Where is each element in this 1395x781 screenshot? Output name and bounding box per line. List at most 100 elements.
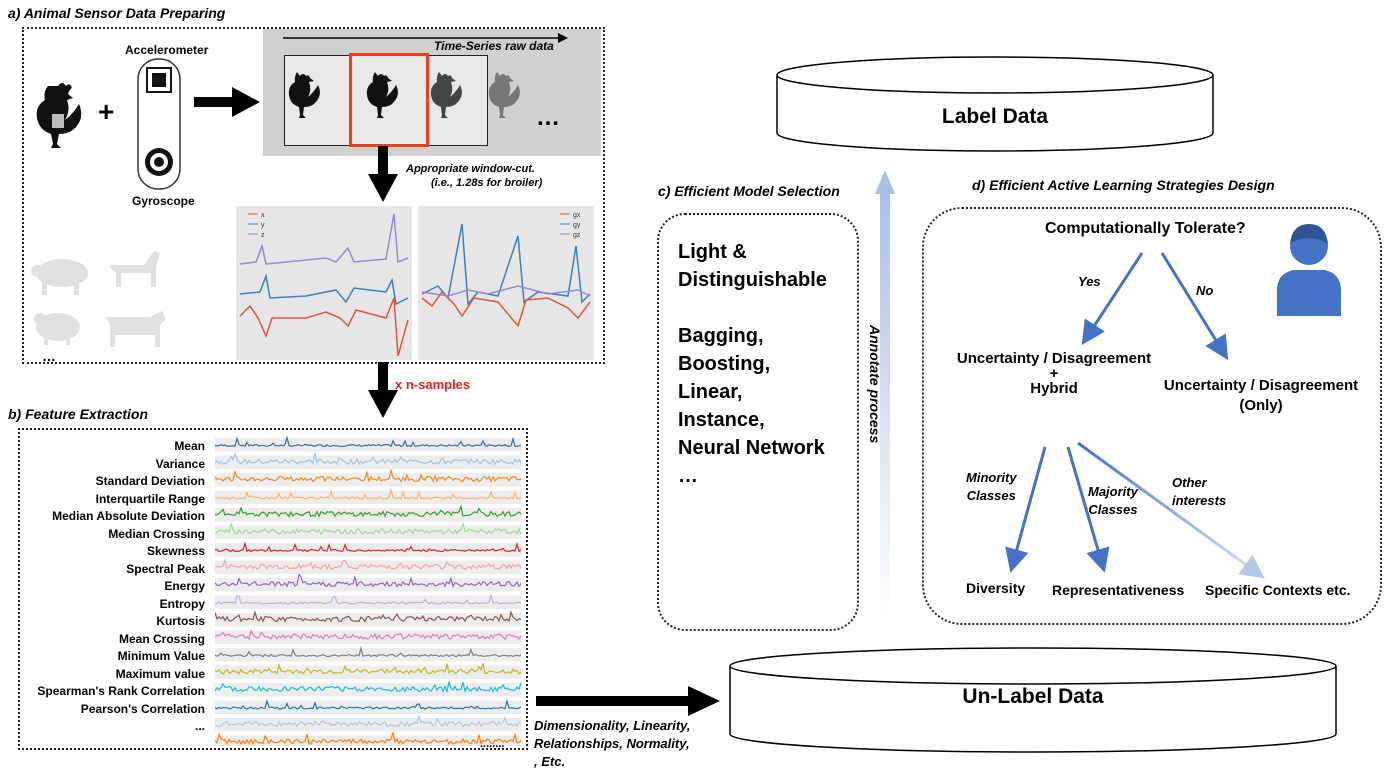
feature-strip-bg: [215, 630, 521, 644]
feature-strips-chart: [215, 436, 522, 746]
accelerometer-chart: x y z: [236, 206, 412, 360]
feature-label: ...: [194, 719, 205, 733]
feature-label: Mean: [174, 439, 205, 453]
feature-label: Pearson's Correlation: [80, 701, 205, 716]
feature-strip-bg: [215, 455, 521, 469]
time-series-label: Time-Series raw data: [434, 39, 554, 53]
person-icon: [1277, 224, 1341, 316]
legend-gyro-y: gy: [573, 222, 581, 229]
sequence-ellipsis: …: [536, 104, 560, 131]
feature-strip-signal: [215, 609, 522, 623]
feature-strip-signal: [215, 451, 522, 466]
specific-contexts-label: Specific Contexts etc.: [1205, 582, 1351, 598]
feature-strip-signal: [215, 629, 522, 641]
annotate-arrow-icon: [875, 170, 895, 618]
feature-strip-signal: [215, 645, 522, 658]
model-text-line: Instance,: [678, 409, 765, 431]
arrow-down-samples-icon: [368, 362, 398, 418]
section-b-title: b) Feature Extraction: [8, 406, 149, 422]
section-c-box: [657, 213, 859, 631]
feature-strip-signal: [215, 662, 522, 675]
strategy-arrows: [1005, 252, 1265, 579]
other-animals-icon: [31, 251, 166, 347]
unlabel-data-cylinder: [729, 647, 1337, 753]
annotate-label: Annotate process: [867, 325, 883, 444]
timeline-arrow-icon: [283, 33, 568, 43]
feature-strip-signal: [215, 558, 522, 571]
majority-line-2: Classes: [1088, 502, 1138, 517]
feature-strip-signal: [215, 503, 522, 518]
feature-strip-signal: [215, 468, 522, 483]
feature-label: Interquartile Range: [95, 491, 205, 506]
feature-strip-bg: [215, 525, 521, 539]
accelerometer-label: Accelerometer: [125, 43, 209, 57]
section-d-title: d) Efficient Active Learning Strategies …: [972, 177, 1275, 193]
hybrid-line-2: Hybrid: [1030, 380, 1078, 397]
section-a-box: [22, 27, 605, 364]
data-properties-text: Dimensionality, Linearity, Relationships…: [534, 717, 691, 771]
other-interests-label: Other interests: [1172, 474, 1226, 510]
feature-label: Energy: [164, 579, 205, 593]
other-animals-ellipsis: …: [42, 348, 56, 364]
only-line-2: (Only): [1239, 397, 1283, 414]
feature-strip-bg: [215, 490, 521, 504]
feature-label: Median Crossing: [108, 526, 205, 541]
majority-line-1: Majority: [1088, 484, 1138, 499]
feature-strip-signal: [215, 698, 522, 710]
feature-label: Spearman's Rank Correlation: [37, 684, 205, 698]
minority-label: Minority Classes: [966, 469, 1017, 505]
legend-acc-x: x: [261, 212, 265, 219]
feature-strip-signal: [215, 521, 522, 536]
feature-label: Entropy: [159, 596, 205, 611]
no-label: No: [1196, 283, 1214, 298]
chicken-sensor-icon: [36, 83, 82, 148]
section-b-box: [18, 428, 528, 750]
model-text-line: Linear,: [678, 381, 743, 403]
window-cut-example: (i.e., 1.28s for broiler): [431, 177, 543, 189]
feature-strip-signal: [215, 732, 522, 746]
model-text-line: Neural Network: [678, 437, 825, 459]
section-c-title: c) Efficient Model Selection: [658, 183, 840, 199]
property-line: , Etc.: [534, 754, 566, 769]
arrow-right-icon: [194, 87, 260, 117]
feature-label: Skewness: [146, 544, 205, 558]
property-line: Dimensionality, Linearity,: [534, 718, 691, 733]
feature-dots: ........: [480, 738, 505, 750]
minority-line-2: Classes: [966, 488, 1016, 503]
feature-label: Median Absolute Deviation: [52, 509, 205, 523]
hybrid-strategy: Uncertainty / Disagreement + Hybrid: [948, 349, 1160, 399]
feature-strip-signal: [215, 681, 522, 694]
majority-label: Majority Classes: [1088, 483, 1138, 519]
n-samples-label: x n-samples: [395, 377, 471, 392]
question-label: Computationally Tolerate?: [1045, 220, 1246, 237]
legend-gyro-x: gx: [573, 212, 581, 219]
hybrid-plus: +: [1049, 365, 1059, 382]
minority-line-1: Minority: [966, 470, 1017, 485]
feature-label: Spectral Peak: [126, 561, 205, 576]
property-line: Relationships, Normality,: [534, 736, 690, 751]
model-text-line: Light &: [678, 241, 747, 263]
feature-strip-bg: [215, 735, 521, 746]
arrow-to-unlabel-icon: [536, 686, 720, 716]
window-cut-label: Appropriate window-cut.: [406, 163, 535, 175]
model-text-line: Bagging,: [678, 325, 764, 347]
feature-strip-bg: [215, 613, 521, 627]
feature-label: Standard Deviation: [95, 474, 205, 488]
feature-strip-signal: [215, 573, 522, 588]
feature-label: Kurtosis: [156, 614, 205, 628]
model-text-line: Boosting,: [678, 353, 771, 375]
feature-strip-signal: [215, 594, 522, 605]
feature-strip-signal: [215, 541, 522, 553]
other-line-1: Other: [1172, 475, 1207, 490]
label-data-title: Label Data: [941, 105, 1049, 128]
highlight-window: [349, 53, 429, 147]
label-data-cylinder: [776, 56, 1214, 152]
gyroscope-label: Gyroscope: [132, 194, 195, 208]
diversity-label: Diversity: [966, 580, 1026, 596]
legend-acc-y: y: [261, 222, 265, 229]
chicken-sequence-icon: [288, 72, 520, 118]
feature-strip-bg: [215, 508, 521, 522]
gyroscope-chart: gx gy gz: [418, 206, 594, 360]
model-text-line: …: [678, 465, 698, 487]
section-a-title: a) Animal Sensor Data Preparing: [8, 5, 226, 21]
